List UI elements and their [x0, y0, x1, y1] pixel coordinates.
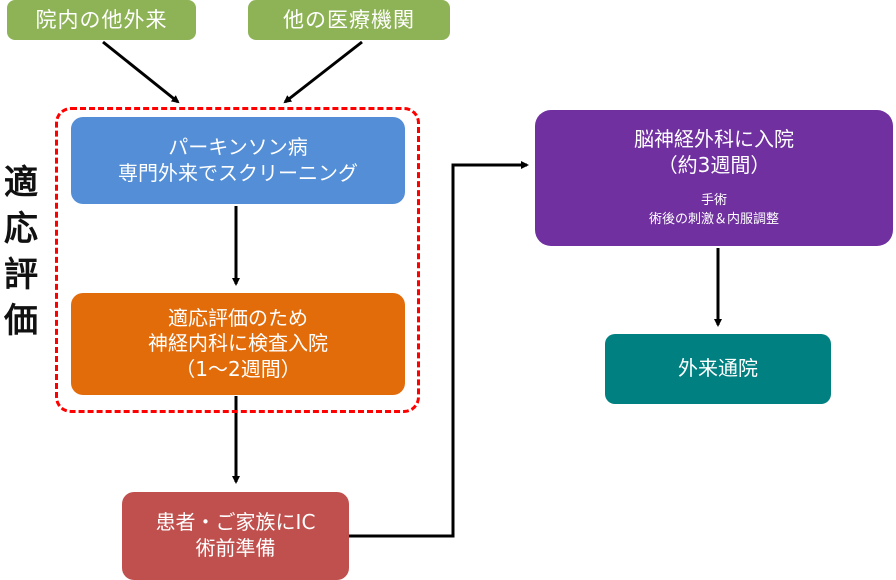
- evaluation-group-label: 適 応 評 価: [0, 160, 42, 344]
- exam-line-3: （1〜2週間）: [175, 356, 301, 381]
- label-char: 評: [4, 255, 38, 295]
- neurosurgery-line-1: 脳神経外科に入院: [634, 127, 794, 152]
- source-external-label: 他の医療機関: [283, 7, 415, 32]
- label-char: 価: [4, 301, 38, 341]
- label-char: 応: [4, 209, 38, 249]
- screening-line-2: 専門外来でスクリーニング: [118, 160, 358, 185]
- source-internal-label: 院内の他外来: [35, 7, 168, 32]
- step-outpatient-followup: 外来通院: [605, 334, 831, 404]
- evaluation-group-frame: [55, 107, 420, 413]
- arrow-external-to-screening: [283, 40, 363, 104]
- screening-line-1: パーキンソン病: [168, 134, 308, 159]
- neurosurgery-line-2: （約3週間）: [657, 152, 771, 177]
- ic-line-1: 患者・ご家族にIC: [155, 510, 316, 535]
- neurosurgery-sub-1: 手術: [700, 193, 727, 209]
- step-informed-consent: 患者・ご家族にIC 術前準備: [122, 492, 349, 580]
- step-neurology-exam-admission: 適応評価のため 神経内科に検査入院 （1〜2週間）: [71, 293, 405, 395]
- ic-line-2: 術前準備: [195, 536, 276, 560]
- exam-line-1: 適応評価のため: [168, 305, 308, 330]
- exam-line-2: 神経内科に検査入院: [148, 331, 328, 356]
- arrow-ic-to-neurosurgery: [349, 161, 529, 538]
- source-internal-outpatient: 院内の他外来: [7, 0, 196, 40]
- source-other-institution: 他の医療機関: [248, 0, 450, 40]
- label-char: 適: [4, 163, 38, 203]
- arrow-internal-to-screening: [102, 40, 180, 104]
- step-neurosurgery-admission: 脳神経外科に入院 （約3週間） 手術 術後の刺激＆内服調整: [535, 110, 893, 246]
- step-screening: パーキンソン病 専門外来でスクリーニング: [71, 117, 405, 204]
- outpatient-label: 外来通院: [678, 356, 758, 381]
- neurosurgery-sub-2: 術後の刺激＆内服調整: [648, 211, 779, 227]
